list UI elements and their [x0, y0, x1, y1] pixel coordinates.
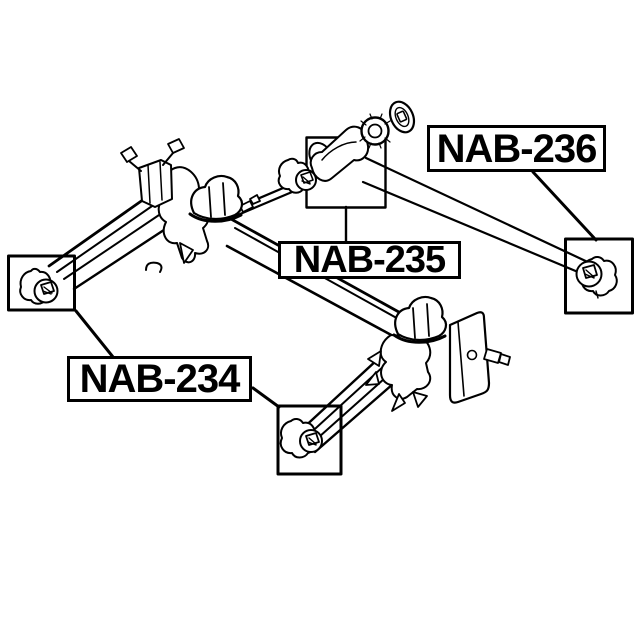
backing-plate-line [457, 321, 465, 397]
part-number-text: NAB-236 [436, 126, 598, 171]
leader-nab-236 [531, 170, 598, 242]
backing-plate [448, 311, 491, 404]
knuckle-tails [391, 391, 428, 412]
bushing-ring-hatch [359, 113, 391, 149]
part-label-nab-236: NAB-236 [427, 125, 606, 172]
bushing-hatch [307, 437, 317, 446]
knuckle-tail [179, 242, 194, 264]
dome-base [188, 212, 243, 223]
washer-plate [388, 100, 416, 134]
washer-hole [396, 110, 408, 123]
callout-box-nab-234-target-rear [276, 404, 343, 476]
rod-line [364, 156, 594, 266]
bushing-front-left-drawing [19, 267, 59, 305]
dome-seams [412, 303, 430, 339]
spindle-bracket [138, 159, 173, 208]
lateral-link-bushing-assembly-drawing [277, 100, 416, 194]
stub-axle [483, 348, 502, 364]
dome-base [392, 333, 447, 344]
dome-seams [208, 182, 226, 218]
nut-hatch [301, 176, 311, 185]
nut-core [300, 171, 314, 184]
knuckle-left-spikes [365, 350, 382, 386]
link-bolt-cap [249, 194, 261, 205]
leader-nab-234-rear [251, 386, 281, 409]
trailing-arm-front-left-drawing [47, 195, 172, 291]
bushing-hatch [584, 269, 599, 299]
part-number-text: NAB-234 [79, 357, 241, 401]
leader-nab-234-front [74, 309, 115, 359]
rod-line [361, 180, 580, 274]
knuckle-right-drawing [365, 295, 511, 412]
arm-clip [145, 261, 163, 273]
part-label-nab-235: NAB-235 [278, 241, 461, 279]
bushing-right-drawing [575, 255, 618, 299]
stub-axle-cap [498, 353, 511, 366]
stud-right-cap [167, 138, 185, 154]
stud-left [128, 160, 142, 172]
spring-seat-dome [394, 295, 448, 341]
stud-right [162, 152, 174, 166]
backing-plate-hole [466, 349, 478, 361]
bushing-ring-inner [367, 123, 383, 139]
arm-eye-tube [309, 125, 370, 182]
arm-eye-tube-line [321, 141, 357, 161]
arm-line [56, 203, 156, 273]
link-bolt [239, 200, 254, 213]
bushing-rear-left-drawing [279, 417, 323, 459]
leader-lines [74, 170, 598, 409]
knuckle-left-drawing [120, 138, 244, 264]
washer-rim [394, 106, 410, 128]
arm-line [72, 224, 172, 291]
callout-box-nab-234-target-front [7, 254, 76, 312]
stud-left-cap [120, 146, 138, 163]
bushing-hatch [42, 286, 53, 295]
spring-seat-dome [190, 174, 244, 220]
part-label-nab-234: NAB-234 [67, 356, 252, 402]
arm-line [63, 212, 163, 280]
callout-box-nab-236-target [564, 237, 634, 315]
spindle-bracket-lines [147, 161, 163, 204]
part-number-text: NAB-235 [293, 239, 446, 281]
